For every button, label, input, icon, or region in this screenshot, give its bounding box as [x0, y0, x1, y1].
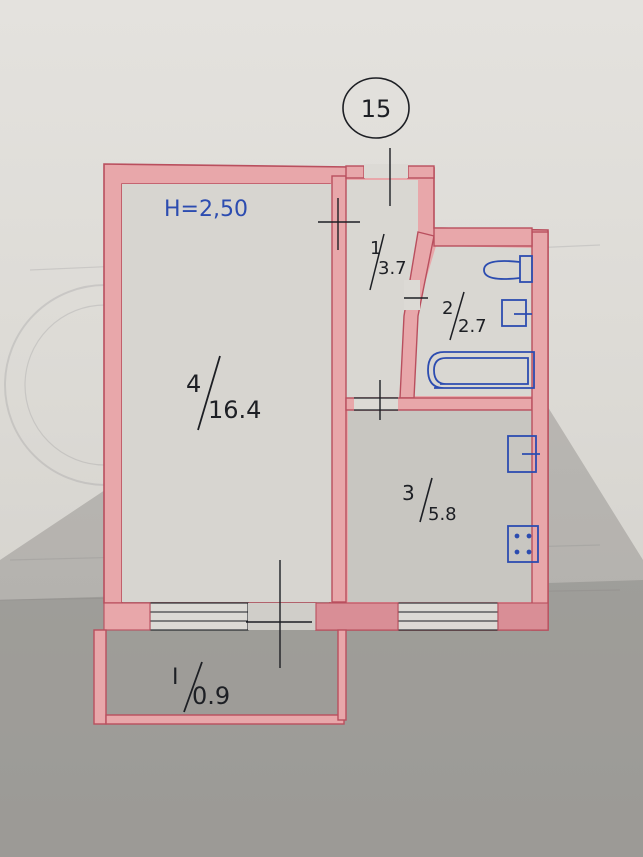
room-3-area-label: 5.8	[428, 504, 457, 525]
ceiling-height-label: H=2,50	[164, 197, 248, 222]
kitchen-sink-icon	[507, 435, 540, 473]
tick-marks	[246, 148, 428, 668]
kitchen-window	[397, 602, 499, 631]
unit-number-badge: 15	[342, 77, 410, 139]
room-1-index: 1	[370, 238, 381, 259]
bathroom-door	[404, 280, 420, 310]
bathroom-sink-icon	[501, 299, 532, 327]
room-2-slash	[449, 291, 465, 341]
interior-walls	[331, 165, 549, 631]
room-3-slash	[419, 477, 433, 523]
room-2-index: 2	[442, 298, 453, 319]
bathtub-icon	[427, 351, 535, 389]
stove-icon	[507, 525, 539, 563]
room-1-area-label: 3.7	[378, 258, 407, 279]
room-4-area	[122, 184, 332, 602]
room-labels: 4 16.4 1 3.7 2 2.7 3 5.8 I 0.9	[172, 233, 487, 713]
balcony-slash	[183, 661, 203, 713]
room-1-slash	[369, 233, 385, 291]
toilet-icon	[483, 255, 533, 283]
room-3-index: 3	[402, 481, 415, 505]
balcony-index: I	[172, 665, 179, 690]
unit-number: 15	[361, 95, 392, 123]
balcony	[93, 629, 347, 725]
doors	[354, 164, 420, 411]
room-2-area-label: 2.7	[458, 316, 487, 337]
windows	[103, 602, 549, 631]
room-4-slash	[197, 355, 221, 431]
room-1-area	[346, 180, 428, 400]
room-3-area	[348, 410, 532, 602]
room-4-window	[149, 602, 249, 631]
room-4-area-label: 16.4	[208, 396, 261, 424]
entrance-door	[364, 164, 408, 178]
balcony-door	[248, 603, 316, 630]
fixtures	[427, 255, 540, 563]
balcony-area-label: 0.9	[192, 682, 230, 710]
room-4-index: 4	[186, 370, 201, 398]
kitchen-door	[354, 398, 398, 410]
